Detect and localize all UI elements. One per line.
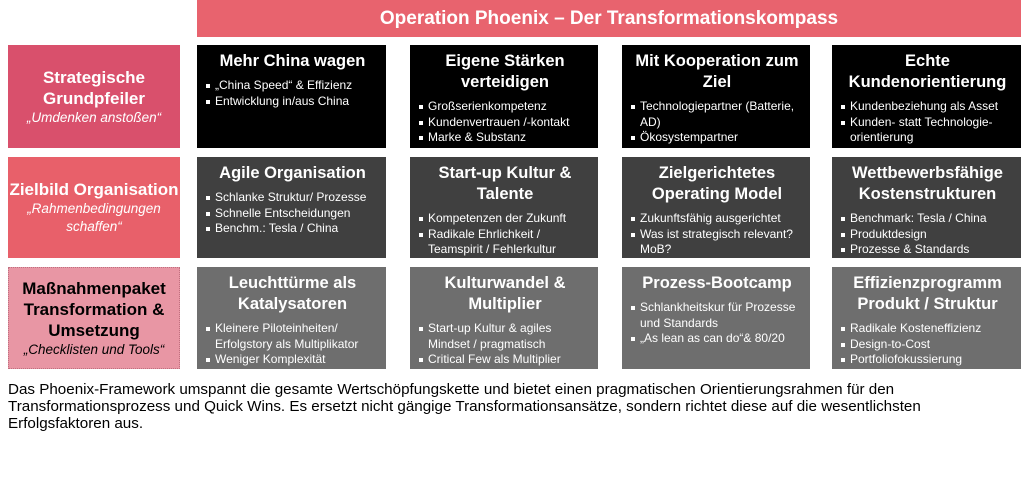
bullet-item: Technologiepartner (Batterie, AD) xyxy=(630,99,804,130)
cell-title: Start-up Kultur & Talente xyxy=(438,164,572,203)
row-label-subtitle: „Rahmenbedingungen schaffen“ xyxy=(27,201,161,234)
cell-title: Echte Kundenorientierung xyxy=(848,52,1007,91)
bullet-item: Kundenvertrauen /-kontakt xyxy=(418,115,592,131)
bullet-item: Kompetenzen der Zukunft xyxy=(418,211,592,227)
row-label-subtitle: „Checklisten und Tools“ xyxy=(23,341,165,357)
bullet-item: Zukunftsfähig ausgerichtet xyxy=(630,211,804,227)
row-label-subtitle: „Umdenken anstoßen“ xyxy=(26,109,162,125)
bullet-item: Design-to-Cost xyxy=(840,337,1015,353)
bullet-item: Weniger Komplexität xyxy=(205,352,380,368)
cell-title: Mit Kooperation zum Ziel xyxy=(635,52,799,91)
cell-bullets: Schlankheitskur für Prozesse und Standar… xyxy=(630,300,804,347)
bullet-item: Kundenbeziehung als Asset xyxy=(840,99,1015,115)
bullet-item: Schlankheitskur für Prozesse und Standar… xyxy=(630,300,804,331)
cell-title: Mehr China wagen xyxy=(219,52,366,70)
bullet-item: Kleinere Piloteinheiten/ Erfolgstory als… xyxy=(205,321,380,352)
bullet-item: Benchm.: Tesla / China xyxy=(205,221,380,237)
bullet-item: Radikale Ehrlichkeit / Teamspirit / Fehl… xyxy=(418,227,592,258)
framework-title: Operation Phoenix – Der Transformationsk… xyxy=(197,0,1021,37)
cell-bullets: Kleinere Piloteinheiten/ Erfolgstory als… xyxy=(205,321,380,368)
bullet-item: Start-up Kultur & agiles Mindset / pragm… xyxy=(418,321,592,352)
footer-description: Das Phoenix-Framework umspannt die gesam… xyxy=(8,381,921,432)
cell-title: Eigene Stärken verteidigen xyxy=(445,52,565,91)
bullet-item: Critical Few als Multiplier xyxy=(418,352,592,368)
cell-title: Prozess-Bootcamp xyxy=(642,274,792,292)
row-label: Maßnahmenpaket Transformation & Umsetzun… xyxy=(8,267,180,369)
bullet-item: „China Speed“ & Effizienz xyxy=(205,78,380,94)
cell-bullets: Start-up Kultur & agiles Mindset / pragm… xyxy=(418,321,592,368)
row-label-title: Strategische Grundpfeiler xyxy=(42,67,146,108)
cell-title: Agile Organisation xyxy=(219,164,366,182)
cell-title: Zielgerichtetes Operating Model xyxy=(651,164,783,203)
bullet-item: Portfoliofokussierung xyxy=(840,352,1015,368)
bullet-item: Schnelle Entscheidungen xyxy=(205,206,380,222)
bullet-item: Großserienkompetenz xyxy=(418,99,592,115)
row-label-title: Zielbild Organisation xyxy=(9,180,179,199)
bullet-item: „As lean as can do“& 80/20 xyxy=(630,331,804,347)
framework-cell: Mehr China wagen „China Speed“ & Effizien… xyxy=(197,45,386,148)
bullet-item: Was ist strategisch relevant? MoB? xyxy=(630,227,804,258)
bullet-item: Radikale Kosteneffizienz xyxy=(840,321,1015,337)
bullet-item: Benchmark: Tesla / China xyxy=(840,211,1015,227)
cell-title: Wettbewerbsfähige Kostenstrukturen xyxy=(852,164,1003,203)
bullet-item: Prozesse & Standards xyxy=(840,242,1015,258)
cell-title: Effizienzprogramm Produkt / Struktur xyxy=(853,274,1002,313)
cell-bullets: Technologiepartner (Batterie, AD)Ökosyst… xyxy=(630,99,804,146)
row-label: Strategische Grundpfeiler„Umdenken ansto… xyxy=(8,45,180,148)
row-label-title: Maßnahmenpaket Transformation & Umsetzun… xyxy=(22,278,166,340)
bullet-item: Marke & Substanz xyxy=(418,130,592,146)
cell-title: Kulturwandel & Multiplier xyxy=(444,274,566,313)
bullet-item: Produktdesign xyxy=(840,227,1015,243)
bullet-item: Kunden- statt Technologie-orientierung xyxy=(840,115,1015,146)
row-label: Zielbild Organisation „Rahmenbedingungen … xyxy=(8,157,180,258)
bullet-item: Entwicklung in/aus China xyxy=(205,94,380,110)
bullet-item: Schlanke Struktur/ Prozesse xyxy=(205,190,380,206)
bullet-item: Ökosystempartner xyxy=(630,130,804,146)
cell-title: Leuchttürme als Katalysatoren xyxy=(228,274,357,313)
